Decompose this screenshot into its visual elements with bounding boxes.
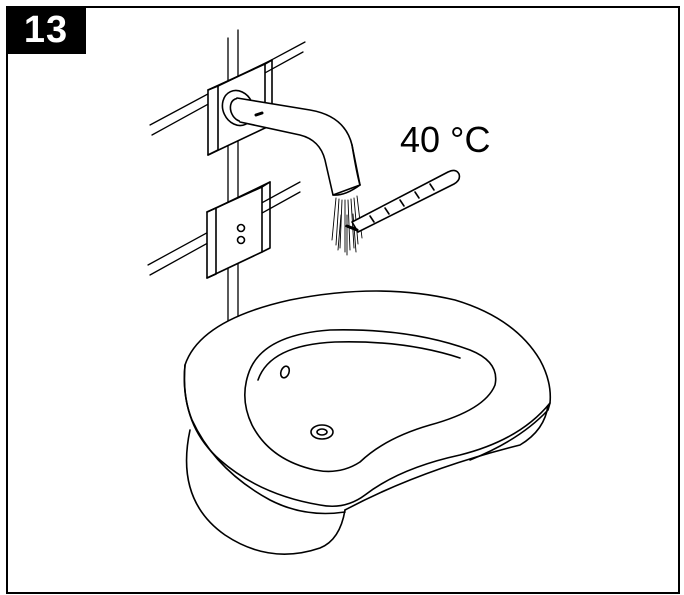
thermometer-icon (345, 169, 461, 233)
wash-basin-icon (183, 290, 552, 555)
wall-mounted-spout-icon (207, 59, 361, 196)
temperature-label: 40 °C (400, 119, 490, 160)
step-number-badge: 13 (6, 6, 86, 54)
sensor-panel-icon (206, 181, 271, 279)
